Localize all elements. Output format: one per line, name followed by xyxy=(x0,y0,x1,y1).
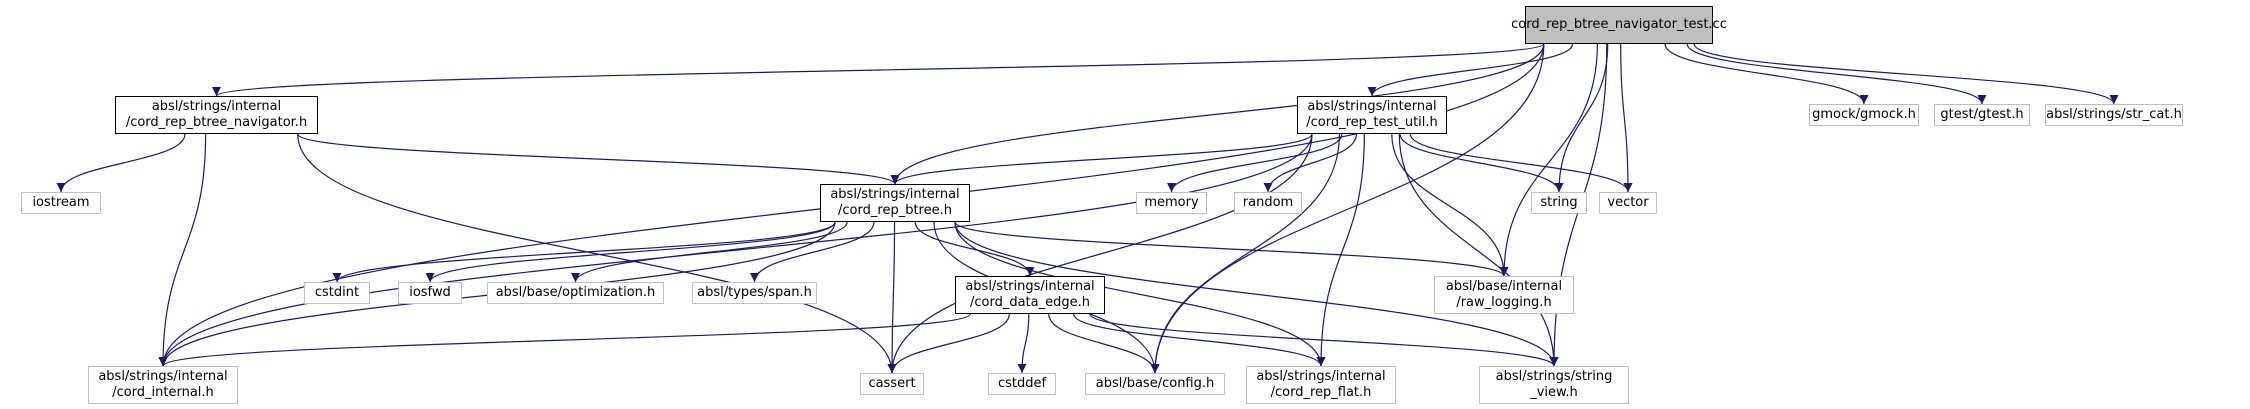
edge-btree-h-to-data-edge-h xyxy=(914,221,1035,277)
edge-test-cc-to-gmock xyxy=(1664,43,1869,105)
node-label-line: absl/base/optimization.h xyxy=(495,285,656,300)
node-label-line: iostream xyxy=(32,195,90,210)
node-iostream[interactable]: iostream xyxy=(21,192,101,214)
node-cord-internal[interactable]: absl/strings/internal /cord_internal.h xyxy=(88,366,238,404)
edge-test-util-h-to-string xyxy=(1399,133,1564,193)
node-label-line: /cord_rep_btree_navigator.h xyxy=(125,115,308,130)
node-label-line: absl/strings/internal xyxy=(965,279,1095,294)
node-label-line: absl/strings/string xyxy=(1495,369,1613,384)
node-label-line: /cord_rep_btree.h xyxy=(838,203,952,218)
edge-test-cc-to-string xyxy=(1554,43,1609,193)
node-memory[interactable]: memory xyxy=(1136,192,1207,214)
node-label-line: iosfwd xyxy=(409,285,451,300)
node-label-line: absl/strings/internal xyxy=(830,187,960,202)
edge-test-util-h-to-cord-internal xyxy=(158,133,1313,367)
edge-data-edge-h-to-rep-flat xyxy=(1073,313,1326,367)
node-label-line: cstddef xyxy=(997,376,1047,391)
node-config[interactable]: absl/base/config.h xyxy=(1085,373,1225,395)
node-str-cat[interactable]: absl/strings/str_cat.h xyxy=(2045,104,2183,126)
node-label-line: /raw_logging.h xyxy=(1456,295,1552,310)
node-label-line: string xyxy=(1540,195,1578,210)
node-label-line: /cord_rep_test_util.h xyxy=(1306,115,1438,130)
node-span[interactable]: absl/types/span.h xyxy=(692,282,817,304)
node-label-line: cassert xyxy=(868,376,916,391)
node-cstddef[interactable]: cstddef xyxy=(988,373,1056,395)
node-navigator-h[interactable]: absl/strings/internal /cord_rep_btree_na… xyxy=(115,96,318,134)
node-label-line: absl/strings/str_cat.h xyxy=(2046,107,2182,122)
edge-btree-h-to-cassert xyxy=(887,221,897,374)
edge-btree-h-to-string-view xyxy=(954,221,1559,367)
node-random[interactable]: random xyxy=(1234,192,1302,214)
node-btree-h[interactable]: absl/strings/internal /cord_rep_btree.h xyxy=(820,184,970,222)
edge-test-cc-to-gtest xyxy=(1686,43,1987,105)
node-label-line: /cord_data_edge.h xyxy=(969,295,1090,310)
node-test-util-h[interactable]: absl/strings/internal /cord_rep_test_uti… xyxy=(1297,96,1447,134)
node-label-line: absl/types/span.h xyxy=(697,285,812,300)
node-optimization[interactable]: absl/base/optimization.h xyxy=(487,282,664,304)
edge-test-cc-to-test-util-h xyxy=(1367,43,1574,97)
node-label-line: absl/strings/internal xyxy=(151,99,282,114)
edge-test-util-h-to-btree-h xyxy=(890,133,1313,185)
edge-btree-h-to-iosfwd xyxy=(425,221,836,283)
node-label-line: /cord_rep_flat.h xyxy=(1270,385,1372,400)
edge-btree-h-to-cstdint xyxy=(332,221,836,283)
node-string-view[interactable]: absl/strings/string _view.h xyxy=(1479,366,1629,404)
node-rep-flat[interactable]: absl/strings/internal /cord_rep_flat.h xyxy=(1246,366,1396,404)
node-gtest[interactable]: gtest/gtest.h xyxy=(1934,104,2030,126)
node-raw-logging[interactable]: absl/base/internal /raw_logging.h xyxy=(1434,276,1574,314)
edge-data-edge-h-to-string-view xyxy=(1089,313,1559,367)
edge-test-util-h-to-string-view xyxy=(1398,133,1559,367)
node-iosfwd[interactable]: iosfwd xyxy=(398,282,462,304)
edge-test-util-h-to-memory xyxy=(1167,133,1343,193)
edge-test-util-h-to-cassert xyxy=(887,133,1313,374)
node-cassert[interactable]: cassert xyxy=(860,373,924,395)
edge-navigator-h-to-cassert xyxy=(297,133,897,374)
node-data-edge-h[interactable]: absl/strings/internal /cord_data_edge.h xyxy=(955,276,1105,314)
node-label-line: absl/strings/internal xyxy=(1256,369,1386,384)
edge-navigator-h-to-iostream xyxy=(56,133,186,193)
edge-data-edge-h-to-config xyxy=(1048,313,1160,374)
node-label-line: random xyxy=(1242,195,1294,210)
edge-data-edge-h-to-cstddef xyxy=(1017,313,1030,374)
node-test-cc[interactable]: cord_rep_btree_navigator _test.cc xyxy=(1511,6,1727,44)
edge-test-cc-to-str-cat xyxy=(1693,43,2119,105)
node-label-line: _test.cc xyxy=(1676,17,1727,32)
edge-navigator-h-to-cord-internal xyxy=(158,133,207,367)
node-vector[interactable]: vector xyxy=(1599,192,1657,214)
edge-data-edge-h-to-cord-internal xyxy=(158,313,971,367)
edge-test-cc-to-vector xyxy=(1620,43,1633,193)
node-label-line: absl/base/internal xyxy=(1445,279,1563,294)
edge-test-util-h-to-random xyxy=(1263,133,1357,193)
node-label-line: cord_rep_btree_navigator xyxy=(1511,17,1677,32)
node-label-line: gmock/gmock.h xyxy=(1812,107,1916,122)
edge-test-util-h-to-raw-logging xyxy=(1391,133,1509,277)
node-label-line: _view.h xyxy=(1530,385,1578,400)
node-label-line: cstdint xyxy=(314,285,360,300)
edge-navigator-h-to-btree-h xyxy=(297,133,900,185)
node-label-line: absl/strings/internal xyxy=(98,369,228,384)
edge-test-cc-to-raw-logging xyxy=(1499,43,1598,277)
node-label-line: absl/strings/internal xyxy=(1307,99,1437,114)
node-gmock[interactable]: gmock/gmock.h xyxy=(1809,104,1919,126)
edge-test-util-h-to-vector xyxy=(1409,133,1633,193)
node-label-line: gtest/gtest.h xyxy=(1940,107,2024,122)
edge-test-util-h-to-config xyxy=(1150,133,1341,374)
edge-test-cc-to-config xyxy=(1150,43,1545,374)
edge-btree-h-to-span xyxy=(750,221,875,283)
edge-btree-h-to-raw-logging xyxy=(954,221,1509,277)
edge-test-cc-to-btree-h xyxy=(890,43,1545,185)
edge-btree-h-to-optimization xyxy=(571,221,848,283)
node-label-line: /cord_internal.h xyxy=(112,385,214,400)
edge-test-util-h-to-rep-flat xyxy=(1316,133,1365,367)
edge-btree-h-to-rep-flat xyxy=(954,221,1326,367)
node-label-line: absl/base/config.h xyxy=(1095,376,1215,391)
edge-data-edge-h-to-cassert xyxy=(887,313,1010,374)
node-cstdint[interactable]: cstdint xyxy=(304,282,370,304)
edge-test-cc-to-navigator-h xyxy=(212,43,1545,97)
node-label-line: vector xyxy=(1607,195,1649,210)
node-label-line: memory xyxy=(1144,195,1199,210)
node-string[interactable]: string xyxy=(1531,192,1587,214)
